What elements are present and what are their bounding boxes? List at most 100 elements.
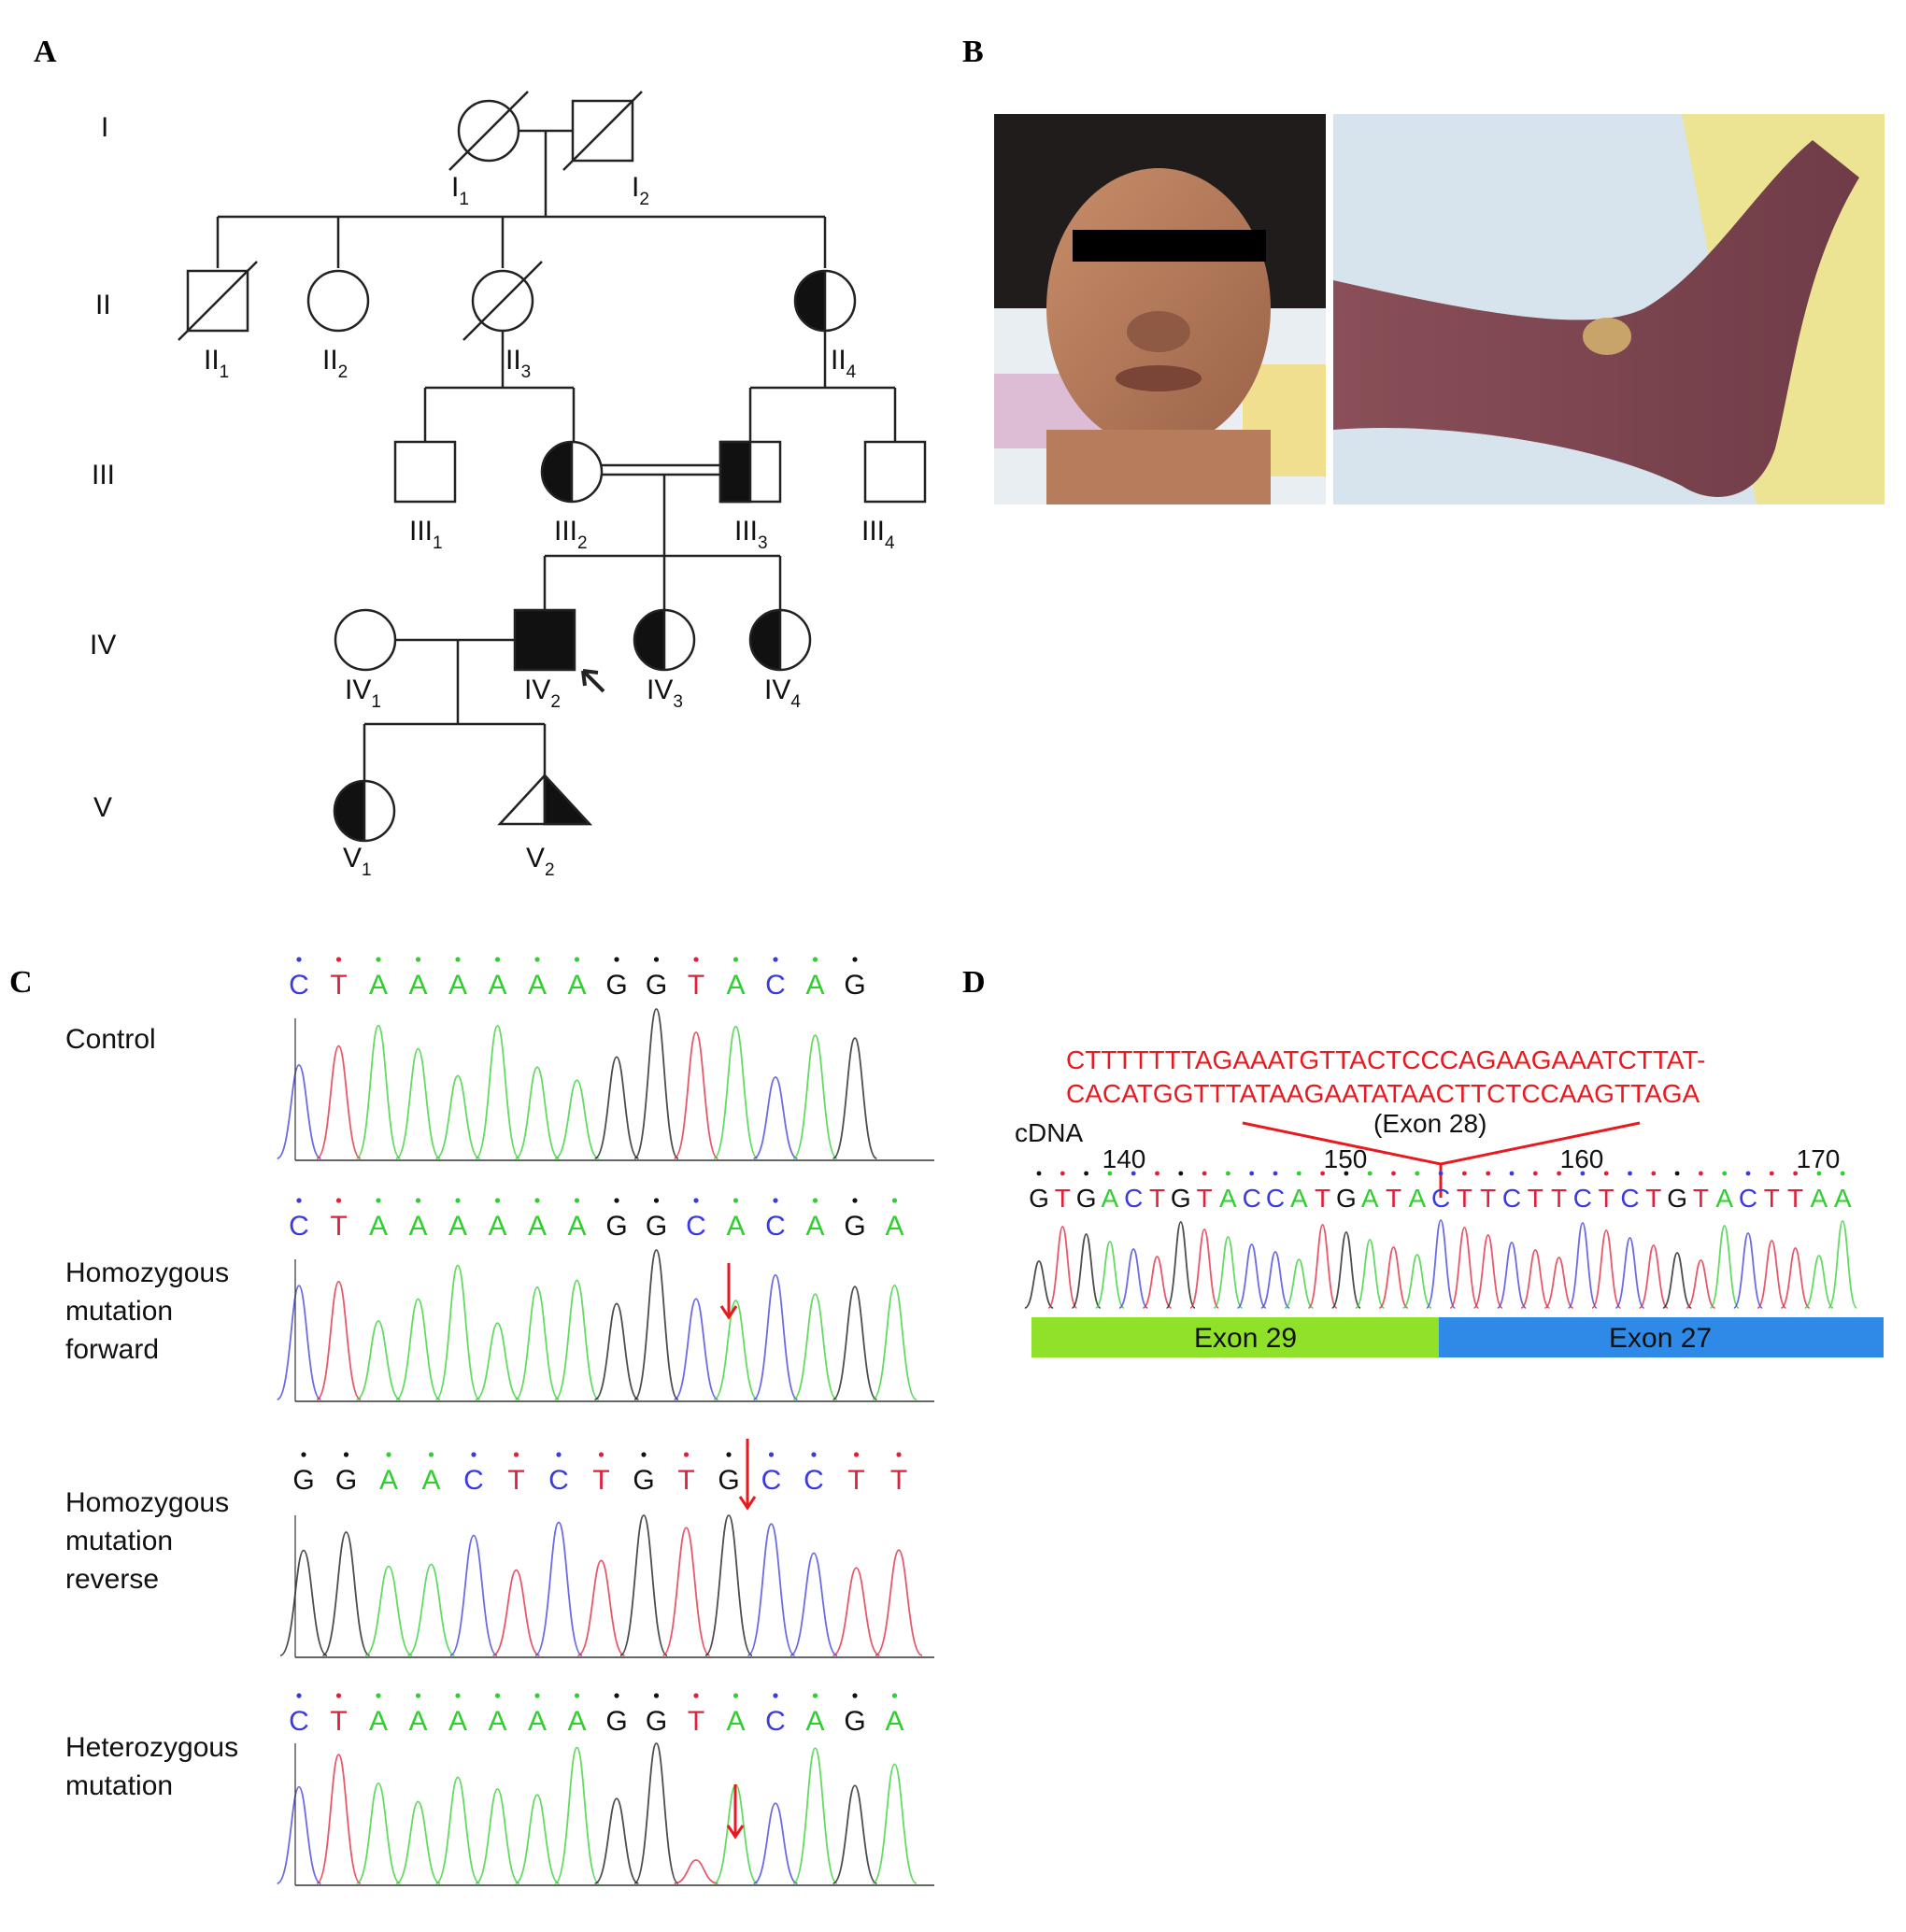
base-dot bbox=[1509, 1171, 1515, 1176]
base-call: A bbox=[567, 1706, 586, 1737]
base-call: A bbox=[369, 1211, 388, 1242]
base-dot bbox=[574, 957, 580, 962]
generation-label: V bbox=[93, 792, 112, 823]
base-call: C bbox=[765, 970, 786, 1001]
trace-peak bbox=[475, 1322, 520, 1400]
base-call: A bbox=[448, 1706, 467, 1737]
mating-line-I bbox=[216, 129, 827, 268]
pedigree-label-IV1: IV1 bbox=[345, 675, 381, 712]
base-dot bbox=[653, 957, 660, 962]
base-call: G bbox=[605, 970, 627, 1001]
trace-peak bbox=[1165, 1221, 1196, 1309]
exon29-bar bbox=[1031, 1317, 1439, 1357]
base-dot bbox=[1296, 1171, 1301, 1176]
base-call: A bbox=[567, 1211, 586, 1242]
cdna-position-label: 140 bbox=[1102, 1144, 1146, 1173]
trace-peak bbox=[1828, 1220, 1858, 1309]
base-call: A bbox=[1361, 1184, 1379, 1213]
trace-peak bbox=[1236, 1243, 1267, 1309]
pedigree-label-I1: I1 bbox=[451, 172, 469, 209]
base-dot bbox=[376, 1693, 381, 1698]
base-call: T bbox=[1787, 1184, 1803, 1213]
trace-peak bbox=[1330, 1231, 1361, 1309]
pedigree-label-I2: I2 bbox=[632, 172, 649, 209]
base-call: G bbox=[646, 970, 667, 1001]
pedigree-label-II3: II3 bbox=[505, 345, 531, 382]
pedigree-label-V1: V1 bbox=[343, 843, 372, 880]
base-call: A bbox=[408, 970, 427, 1001]
mating-line-IV bbox=[363, 638, 547, 799]
trace-peak bbox=[633, 1249, 679, 1400]
descent-line-III bbox=[543, 475, 782, 612]
base-dot bbox=[812, 1198, 818, 1203]
generation-label: III bbox=[92, 460, 115, 490]
base-call: A bbox=[1408, 1184, 1426, 1213]
base-dot bbox=[1060, 1171, 1065, 1176]
chromatogram-row-label: Homozygous bbox=[65, 1487, 229, 1518]
base-dot bbox=[534, 1198, 540, 1203]
trace-peak bbox=[554, 1079, 600, 1159]
base-call: C bbox=[289, 1706, 309, 1737]
base-call: G bbox=[844, 970, 865, 1001]
trace-peak bbox=[515, 1794, 560, 1884]
base-call: G bbox=[1171, 1184, 1191, 1213]
descent-line-II3 bbox=[423, 332, 576, 442]
base-dot bbox=[693, 1198, 699, 1203]
trace-peak bbox=[279, 1549, 328, 1656]
base-dot bbox=[1391, 1171, 1396, 1176]
base-call: C bbox=[289, 970, 309, 1001]
trace-peak bbox=[753, 1076, 798, 1159]
base-dot bbox=[534, 957, 540, 962]
base-call: T bbox=[1528, 1184, 1543, 1213]
base-dot bbox=[1344, 1171, 1349, 1176]
base-call: G bbox=[718, 1465, 739, 1496]
base-dot bbox=[296, 957, 302, 962]
trace-peak bbox=[674, 1859, 718, 1884]
base-call: T bbox=[1149, 1184, 1165, 1213]
base-call: C bbox=[1502, 1184, 1521, 1213]
base-dot bbox=[1438, 1171, 1444, 1176]
base-dot bbox=[1603, 1171, 1609, 1176]
proband-arrow-icon bbox=[581, 669, 605, 693]
base-dot bbox=[693, 1693, 699, 1698]
base-call: A bbox=[1834, 1184, 1852, 1213]
base-call: T bbox=[890, 1465, 907, 1496]
chromatogram-row-label: forward bbox=[65, 1334, 159, 1365]
base-dot bbox=[653, 1693, 660, 1698]
cdna-position-label: 160 bbox=[1560, 1144, 1604, 1173]
base-call: A bbox=[448, 1211, 467, 1242]
pedigree-label-III2: III2 bbox=[554, 516, 588, 553]
base-call: T bbox=[1197, 1184, 1213, 1213]
base-call: A bbox=[726, 1706, 745, 1737]
trace-peak bbox=[1757, 1240, 1787, 1309]
base-dot bbox=[614, 957, 619, 962]
base-dot bbox=[1486, 1171, 1491, 1176]
mutation-arrowhead-icon bbox=[726, 1825, 745, 1840]
trace-peak bbox=[1449, 1227, 1480, 1309]
trace-peak bbox=[674, 1031, 718, 1159]
trace-peak bbox=[1426, 1219, 1457, 1309]
trace-peak bbox=[792, 1747, 838, 1884]
base-call: C bbox=[1124, 1184, 1143, 1213]
base-dot bbox=[335, 1693, 342, 1698]
base-dot bbox=[494, 1693, 501, 1698]
base-dot bbox=[1793, 1171, 1798, 1176]
base-call: G bbox=[1336, 1184, 1357, 1213]
trace-peak bbox=[277, 1064, 321, 1159]
base-dot bbox=[513, 1452, 519, 1457]
base-dot bbox=[891, 1198, 898, 1203]
trace-peak bbox=[316, 1280, 362, 1400]
base-dot bbox=[1036, 1171, 1042, 1176]
base-dot bbox=[733, 1198, 739, 1203]
base-dot bbox=[343, 1452, 349, 1457]
base-call: G bbox=[646, 1211, 667, 1242]
base-call: C bbox=[761, 1465, 782, 1496]
base-dot bbox=[556, 1452, 562, 1457]
base-dot bbox=[455, 1693, 461, 1698]
base-dot bbox=[494, 1198, 501, 1203]
base-call: C bbox=[289, 1211, 309, 1242]
panel-letter-d: D bbox=[962, 965, 986, 1000]
chromatogram-row-label: reverse bbox=[65, 1564, 159, 1595]
